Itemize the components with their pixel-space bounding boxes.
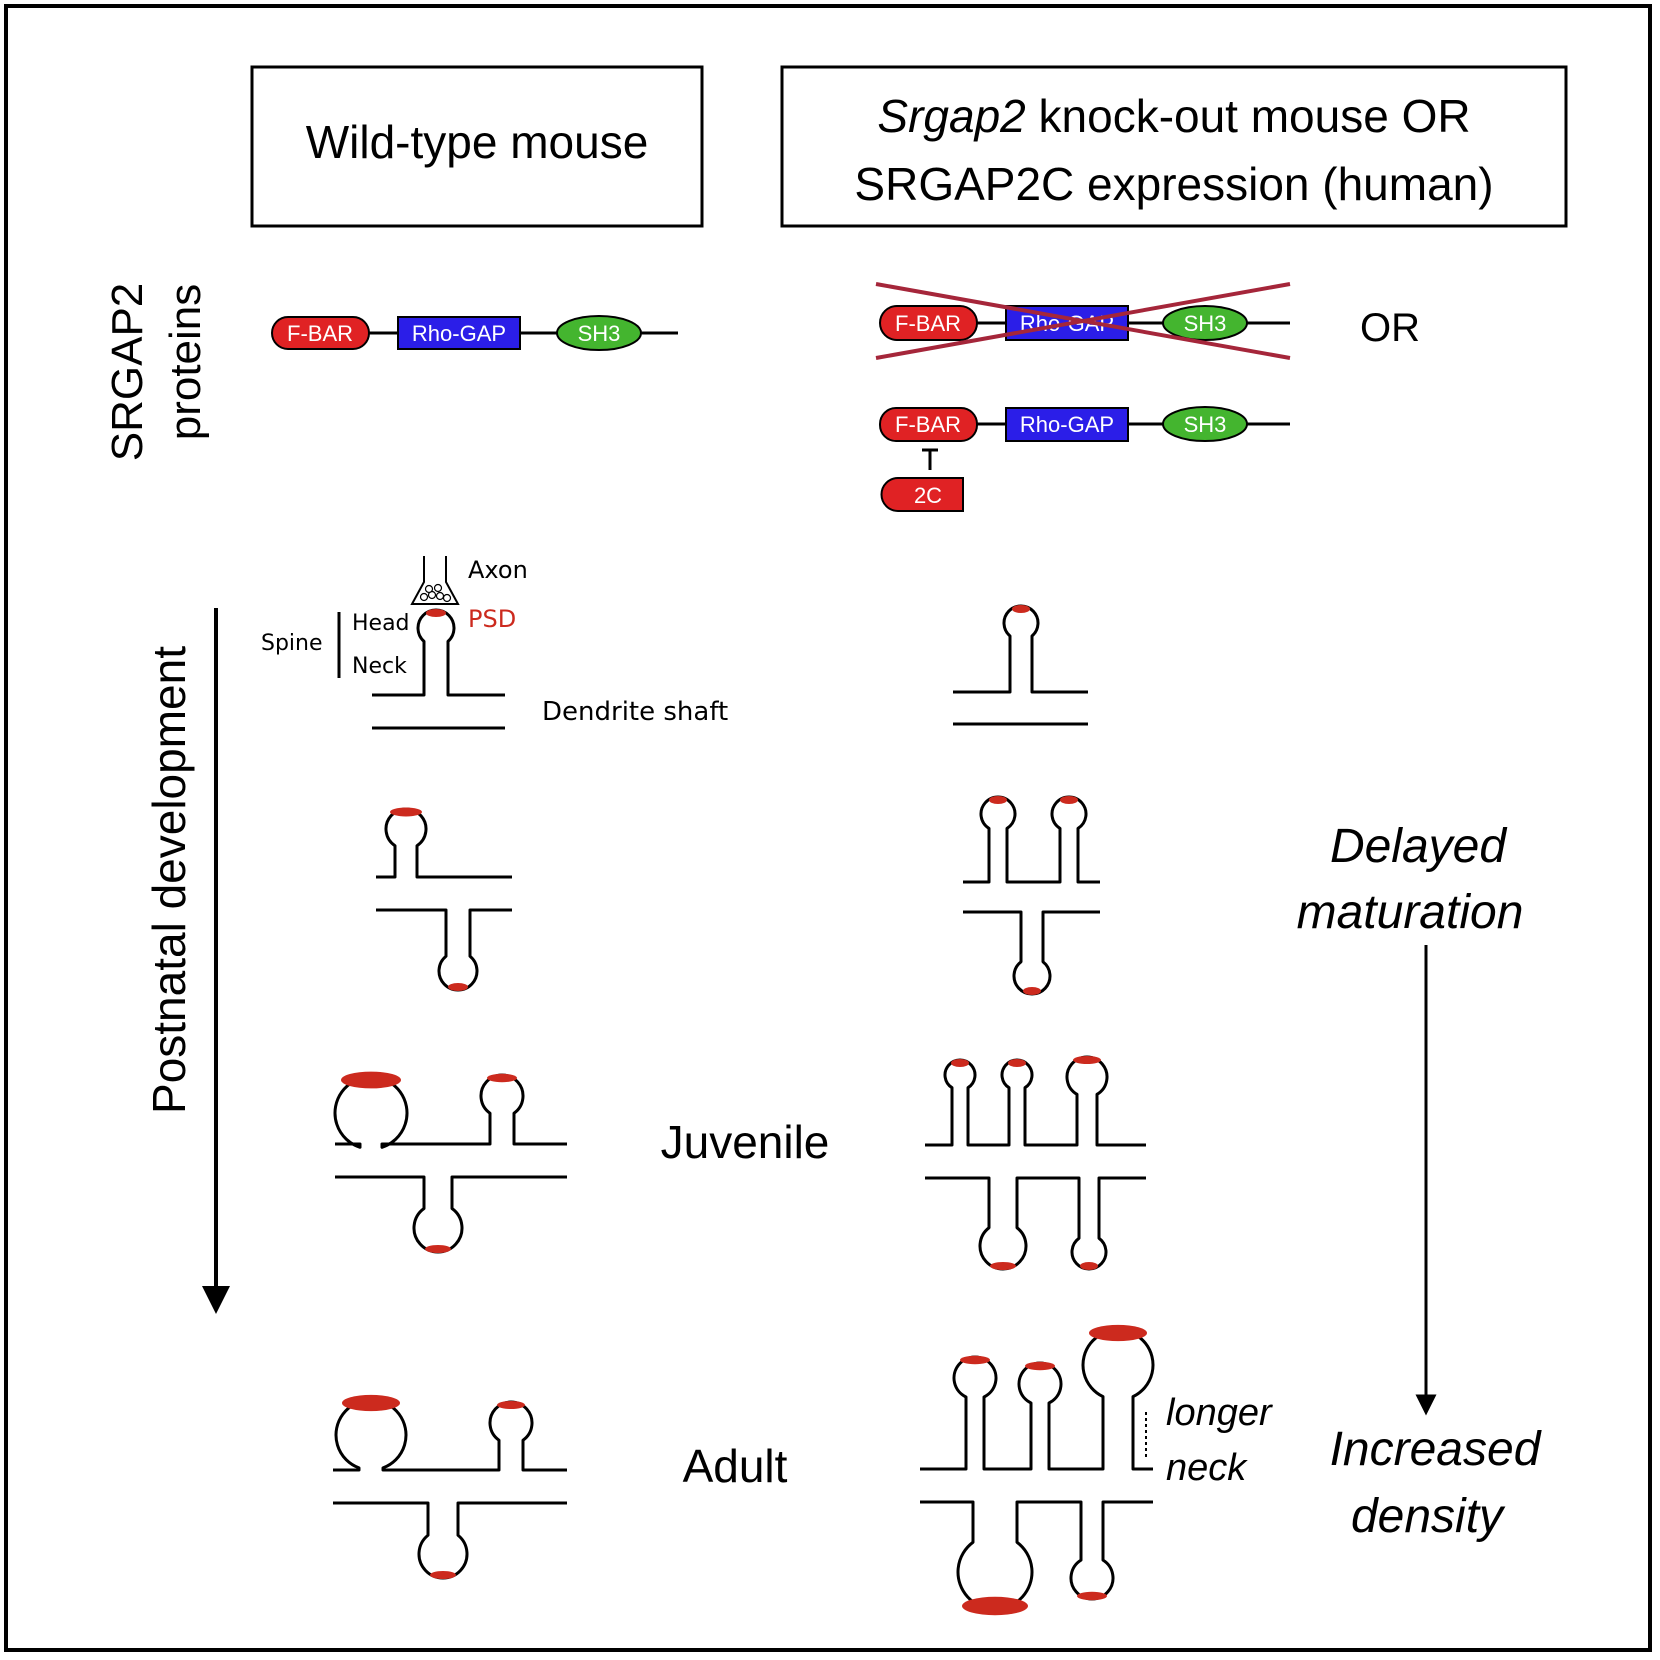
psd-marker [341, 1071, 401, 1089]
psd-label: PSD [468, 605, 516, 633]
psd-marker [1077, 1591, 1107, 1601]
psd-marker [962, 1596, 1028, 1616]
dendrite-upper-membrane [333, 1398, 567, 1472]
dendrite-shaft-label: Dendrite shaft [542, 697, 728, 727]
neck-label: Neck [352, 654, 407, 679]
svg-text:F-BAR: F-BAR [895, 311, 961, 336]
psd-marker [448, 983, 468, 991]
figure-frame [4, 4, 1652, 1652]
psd-marker [1008, 1059, 1026, 1067]
rhogap-domain [397, 316, 521, 350]
wild-type-header-box [250, 65, 704, 228]
psd-marker [342, 1394, 400, 1412]
head-label: Head [352, 611, 410, 636]
wild-type-protein: F-BAR Rho-GAP SH3 [271, 315, 678, 351]
knockout-protein: F-BAR Rho-GAP SH3 [875, 282, 1291, 360]
density-label: density [1351, 1490, 1506, 1543]
psd-marker [1073, 1056, 1101, 1064]
srgap2c-domain [880, 477, 964, 512]
psd-marker [960, 1355, 990, 1365]
srgap2c-inhibited-protein: F-BAR Rho-GAP SH3 2C [879, 406, 1290, 512]
psd-marker [430, 1571, 456, 1579]
psd-marker [1012, 605, 1030, 613]
psd-marker [1080, 1262, 1098, 1270]
psd-marker [425, 1245, 451, 1253]
dendrite-lower-membrane [333, 1501, 567, 1580]
mutant-header-line2: SRGAP2C expression (human) [854, 158, 1493, 210]
psd-marker [426, 609, 446, 617]
psd-marker [1023, 987, 1041, 995]
svg-text:2C: 2C [914, 483, 942, 508]
svg-text:Rho-GAP: Rho-GAP [1020, 412, 1114, 437]
sh3-domain [1162, 406, 1248, 442]
increased-label: Increased [1330, 1423, 1542, 1476]
psd-marker [390, 807, 422, 817]
psd-marker [1089, 1324, 1147, 1342]
dendrite-upper-membrane [953, 604, 1088, 694]
mutant-header-line1-rest: knock-out mouse OR [1026, 90, 1471, 142]
or-label: OR [1360, 306, 1420, 350]
srgap2-proteins-label-line1: SRGAP2 [103, 283, 152, 462]
dendrite-lower-membrane [335, 1175, 567, 1254]
juvenile-label: Juvenile [661, 1116, 830, 1168]
dendrite-lower-membrane [925, 1176, 1146, 1271]
wild-type-header: Wild-type mouse [306, 116, 649, 168]
psd-marker [497, 1401, 525, 1409]
axon-label: Axon [468, 556, 528, 584]
rhogap-domain [1005, 407, 1129, 442]
neck-phenotype-label: neck [1166, 1447, 1248, 1489]
psd-marker [1025, 1361, 1055, 1371]
psd-marker [1060, 796, 1078, 804]
mutant-gene-name: Srgap2 [877, 90, 1025, 142]
srgap2-proteins-label-line2: proteins [161, 284, 210, 441]
dendrite-lower-membrane [920, 1500, 1153, 1611]
sh3-domain [1162, 305, 1248, 341]
fbar-domain [271, 316, 370, 350]
adult-label: Adult [683, 1440, 788, 1492]
spine-label: Spine [261, 631, 323, 656]
cross-out-line [875, 282, 1291, 360]
dendrite-upper-membrane [925, 1055, 1146, 1147]
dendrite-lower-membrane [963, 910, 1100, 996]
sh3-domain [556, 315, 642, 351]
maturation-label: maturation [1297, 886, 1524, 939]
synaptic-vesicles [419, 583, 452, 603]
spine-schematics [333, 604, 1155, 1616]
dendrite-upper-membrane [376, 807, 512, 879]
postnatal-development-label: Postnatal development [143, 646, 195, 1114]
svg-text:Rho-GAP: Rho-GAP [412, 321, 506, 346]
delayed-label: Delayed [1330, 820, 1507, 873]
mutant-header-line1: Srgap2 knock-out mouse OR [877, 90, 1470, 142]
fbar-domain [879, 305, 978, 341]
dendrite-upper-membrane [920, 1328, 1155, 1471]
svg-text:F-BAR: F-BAR [287, 321, 353, 346]
svg-text:F-BAR: F-BAR [895, 412, 961, 437]
dendrite-lower-membrane [376, 908, 512, 992]
psd-marker [951, 1059, 969, 1067]
mutant-header-box [780, 65, 1568, 228]
psd-marker [487, 1073, 517, 1083]
psd-marker [990, 1262, 1016, 1270]
svg-text:SH3: SH3 [1184, 412, 1227, 437]
axon-terminal [410, 556, 460, 605]
psd-marker [989, 796, 1007, 804]
dendrite-upper-membrane [963, 795, 1100, 884]
svg-text:SH3: SH3 [578, 321, 621, 346]
fbar-domain [879, 407, 978, 442]
longer-label: longer [1166, 1392, 1273, 1434]
svg-text:SH3: SH3 [1184, 311, 1227, 336]
